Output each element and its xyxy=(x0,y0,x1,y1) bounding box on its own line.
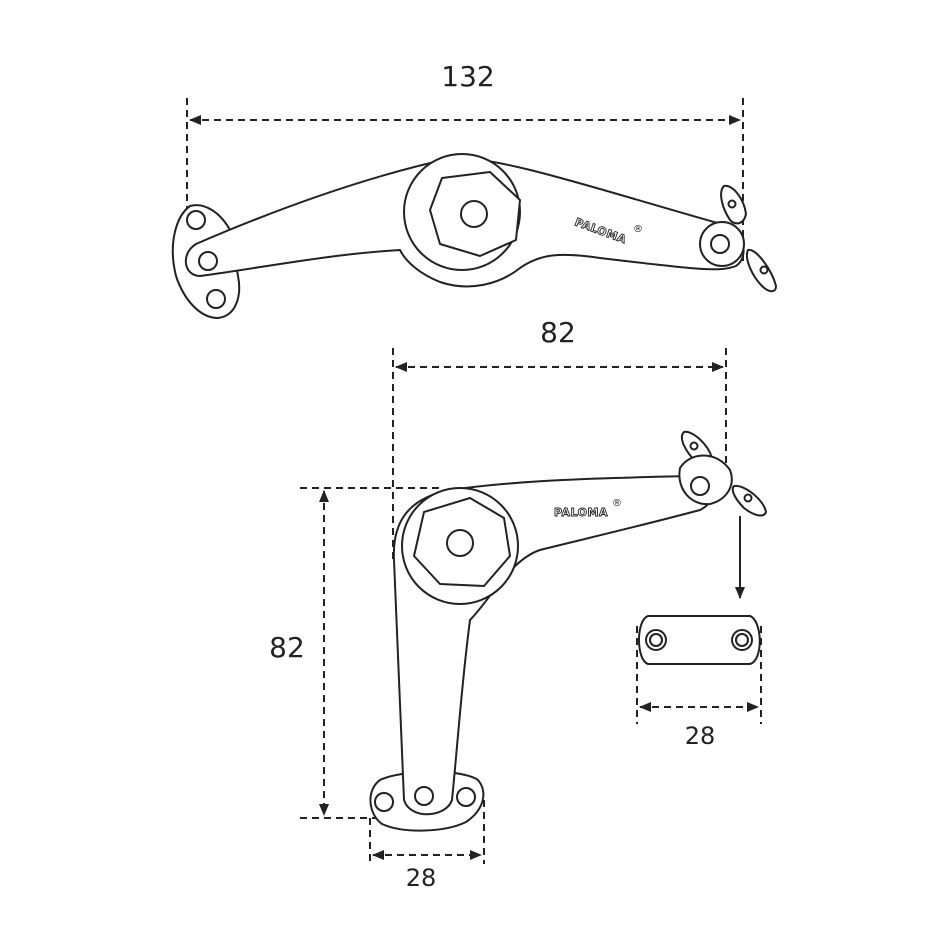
dimension-label-82-vertical: 82 xyxy=(269,631,305,664)
arm-pivot-hole-left xyxy=(198,251,218,271)
base-hole-right xyxy=(456,787,476,807)
base-hole-left xyxy=(374,792,394,812)
right-pivot-hole xyxy=(710,234,730,254)
brand-registered-bottom: ® xyxy=(612,498,622,509)
detached-mounting-plate xyxy=(638,615,761,665)
dimension-base-width: 28 xyxy=(369,800,485,892)
folded-pivot-hole xyxy=(690,476,710,496)
folded-ear-hole-upper xyxy=(689,441,699,451)
plate-hole-bottom xyxy=(206,289,226,309)
dimension-label-132: 132 xyxy=(441,60,494,93)
brand-registered-top: ® xyxy=(633,224,643,235)
dimension-label-28-plate: 28 xyxy=(685,722,716,750)
detached-mounting-plate-view: 28 xyxy=(636,516,762,750)
dimension-bottom-height: 82 xyxy=(269,487,440,819)
folded-ear-hole-lower xyxy=(743,493,753,503)
plate-hole-top xyxy=(186,210,206,230)
detached-plate-hole-left-inner xyxy=(649,633,663,647)
detached-plate-hole-right-inner xyxy=(735,633,749,647)
ear-hole-upper xyxy=(727,199,737,209)
brand-logo-bottom: PALOMA xyxy=(554,506,608,519)
dimension-plate-width: 28 xyxy=(636,626,762,750)
dimension-label-82-horizontal: 82 xyxy=(540,316,576,349)
dimension-label-28-base: 28 xyxy=(406,864,437,892)
dimension-bottom-width: 82 xyxy=(392,316,727,560)
extended-stay-view: 132 PALOMA ® xyxy=(171,60,777,319)
boss-center-hole xyxy=(460,200,488,228)
arm-foot-hole xyxy=(414,786,434,806)
ear-hole-lower xyxy=(759,265,769,275)
boss-center-hole-folded xyxy=(446,529,474,557)
folded-stay-view: 82 82 PALOMA ® xyxy=(269,316,767,892)
